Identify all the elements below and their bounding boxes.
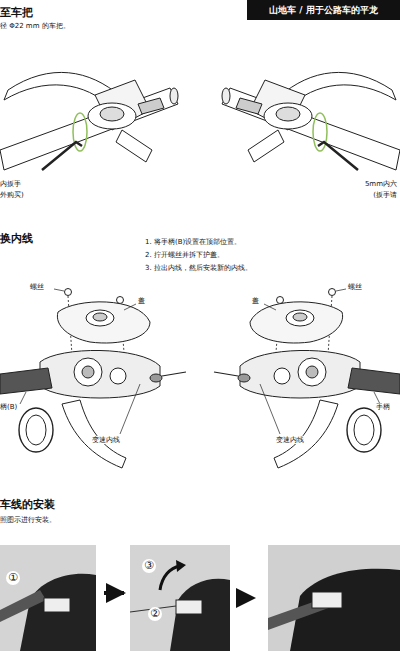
callout-number: ②	[148, 607, 162, 621]
step-arrow	[104, 591, 124, 595]
section-heading: 换内线	[0, 232, 33, 245]
part-label: 1. 将手柄(B)设置在顶部位置。	[145, 238, 241, 246]
part-label: 手柄	[376, 403, 390, 411]
line-art	[176, 560, 186, 572]
part-label: 外购买)	[0, 191, 24, 199]
part-label: 盖	[138, 297, 145, 305]
line-art	[0, 545, 96, 651]
line-art	[44, 598, 70, 612]
part-label: 螺丝	[348, 283, 362, 291]
photo-1	[0, 545, 96, 651]
photo-2	[130, 545, 230, 651]
line-art	[0, 590, 46, 622]
part-label: 盖	[252, 297, 259, 305]
line-art	[170, 579, 230, 651]
line-art	[0, 72, 178, 170]
part-label: 5mm内六	[365, 180, 397, 188]
photo-panel: ③②	[130, 545, 230, 651]
header-band: 山地车 / 用于公路车的平龙	[247, 0, 400, 20]
part-label: (扳手请	[373, 191, 397, 199]
part-label: 照图示进行安装。	[0, 516, 56, 524]
line-art	[214, 289, 400, 469]
line-art	[130, 545, 230, 651]
part-label: 变速内线	[276, 436, 304, 444]
part-label: 内扳手	[0, 180, 21, 188]
line-art	[20, 574, 96, 651]
callout-number: ①	[6, 571, 20, 585]
line-art	[222, 72, 400, 170]
part-label: 3. 拉出内线，然后安装新的内线。	[145, 264, 252, 272]
section-heading: 车线的安装	[0, 498, 55, 511]
part-label: 柄(B)	[0, 403, 17, 411]
line-art	[312, 592, 342, 608]
photo-3	[268, 545, 400, 651]
section-heading: 至车把	[0, 6, 33, 19]
part-label: 螺丝	[30, 283, 44, 291]
header-text: 山地车 / 用于公路车的平龙	[247, 0, 400, 20]
step-arrow	[236, 588, 256, 608]
line-art	[176, 600, 202, 614]
part-label: 径 Φ22 mm 的车把。	[0, 22, 70, 30]
photo-panel: ①	[0, 545, 96, 651]
part-label: 变速内线	[92, 436, 120, 444]
line-art	[268, 545, 400, 651]
part-label: 2. 拧开螺丝并拆下护盖。	[145, 251, 224, 259]
callout-number: ③	[142, 559, 156, 573]
line-art	[0, 289, 186, 469]
